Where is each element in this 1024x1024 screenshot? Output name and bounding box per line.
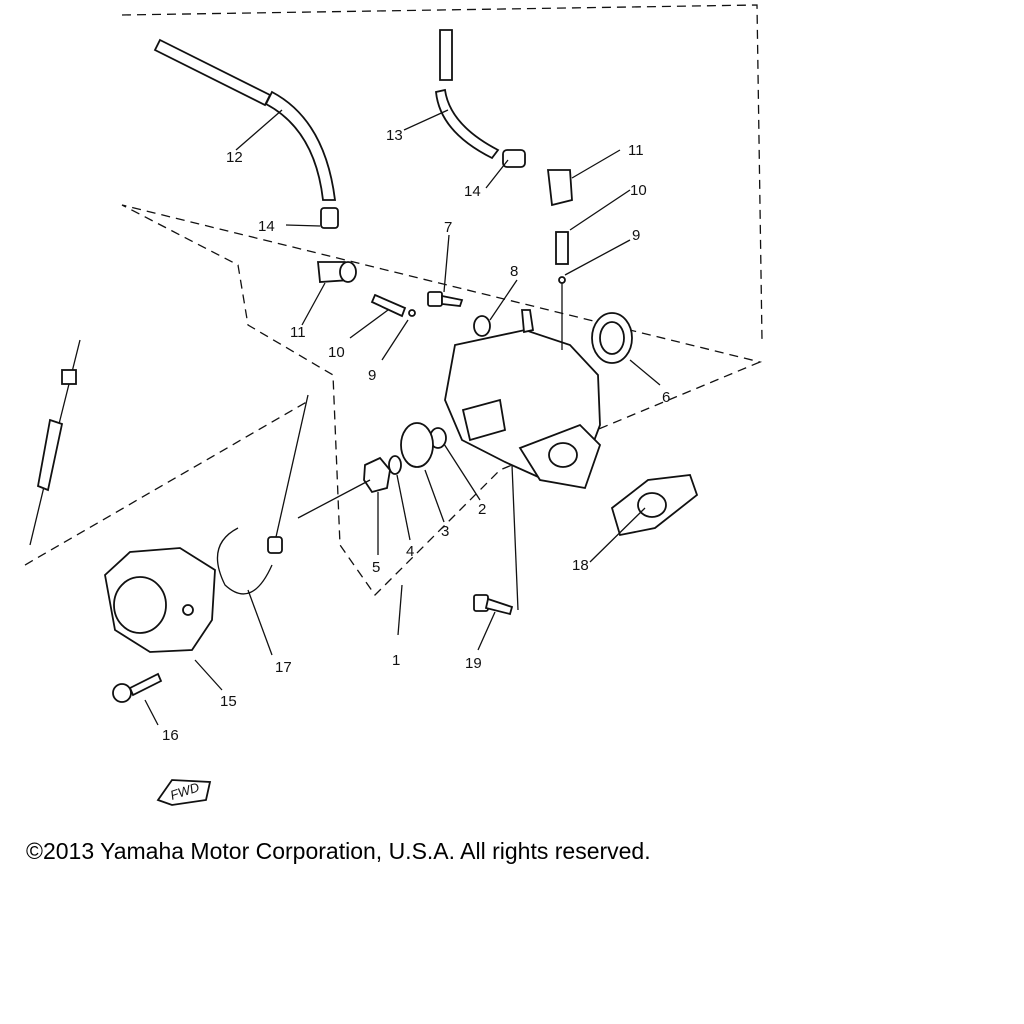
hose-13 <box>435 29 573 207</box>
throttle-cable <box>29 339 81 546</box>
washer-4 <box>388 455 402 475</box>
callout-1: 1 <box>392 652 400 669</box>
cable-boundary <box>24 399 311 566</box>
callout-8: 8 <box>510 263 518 280</box>
washer-8 <box>473 315 491 337</box>
callout-9-left: 9 <box>368 367 376 384</box>
callout-5: 5 <box>372 559 380 576</box>
callout-3: 3 <box>441 523 449 540</box>
callout-16: 16 <box>162 727 179 744</box>
callout-17: 17 <box>275 659 292 676</box>
callout-2: 2 <box>478 501 486 518</box>
spring-10-right <box>555 231 569 284</box>
callout-7: 7 <box>444 219 452 236</box>
pump-cover-15 <box>104 547 216 653</box>
callout-11-right: 11 <box>628 142 644 159</box>
pulley-3 <box>400 422 434 468</box>
callout-14-left: 14 <box>258 218 275 235</box>
cable-17 <box>216 394 309 595</box>
callout-9-right: 9 <box>632 227 640 244</box>
callout-19: 19 <box>465 655 482 672</box>
copyright-notice: ©2013 Yamaha Motor Corporation, U.S.A. A… <box>26 838 651 864</box>
callout-labels: 1 2 3 4 5 6 7 8 9 9 10 10 11 11 12 13 14… <box>162 127 670 744</box>
assembly-boundary <box>121 4 763 597</box>
nut-5 <box>363 456 391 494</box>
leader-lines <box>144 109 661 726</box>
callout-13: 13 <box>386 127 403 144</box>
exploded-parts-diagram: 1 2 3 4 5 6 7 8 9 9 10 10 11 11 12 13 14… <box>24 4 763 806</box>
callout-4: 4 <box>406 543 414 560</box>
forward-arrow-icon: FWD <box>156 779 212 806</box>
callout-10-right: 10 <box>630 182 647 199</box>
spring-10-left <box>370 293 416 318</box>
callout-6: 6 <box>662 389 670 406</box>
hose-12 <box>153 38 357 283</box>
screw-16 <box>112 672 163 703</box>
callout-18: 18 <box>572 557 589 574</box>
oil-seal-6 <box>591 312 633 364</box>
bolt-7 <box>427 291 464 307</box>
callout-11-left: 11 <box>290 324 306 341</box>
bolt-19 <box>473 594 514 616</box>
callout-10-left: 10 <box>328 344 345 361</box>
gasket-18 <box>610 474 699 537</box>
callout-12: 12 <box>226 149 243 166</box>
callout-14-right: 14 <box>464 183 481 200</box>
oil-pump-body <box>444 309 602 490</box>
callout-15: 15 <box>220 693 237 710</box>
